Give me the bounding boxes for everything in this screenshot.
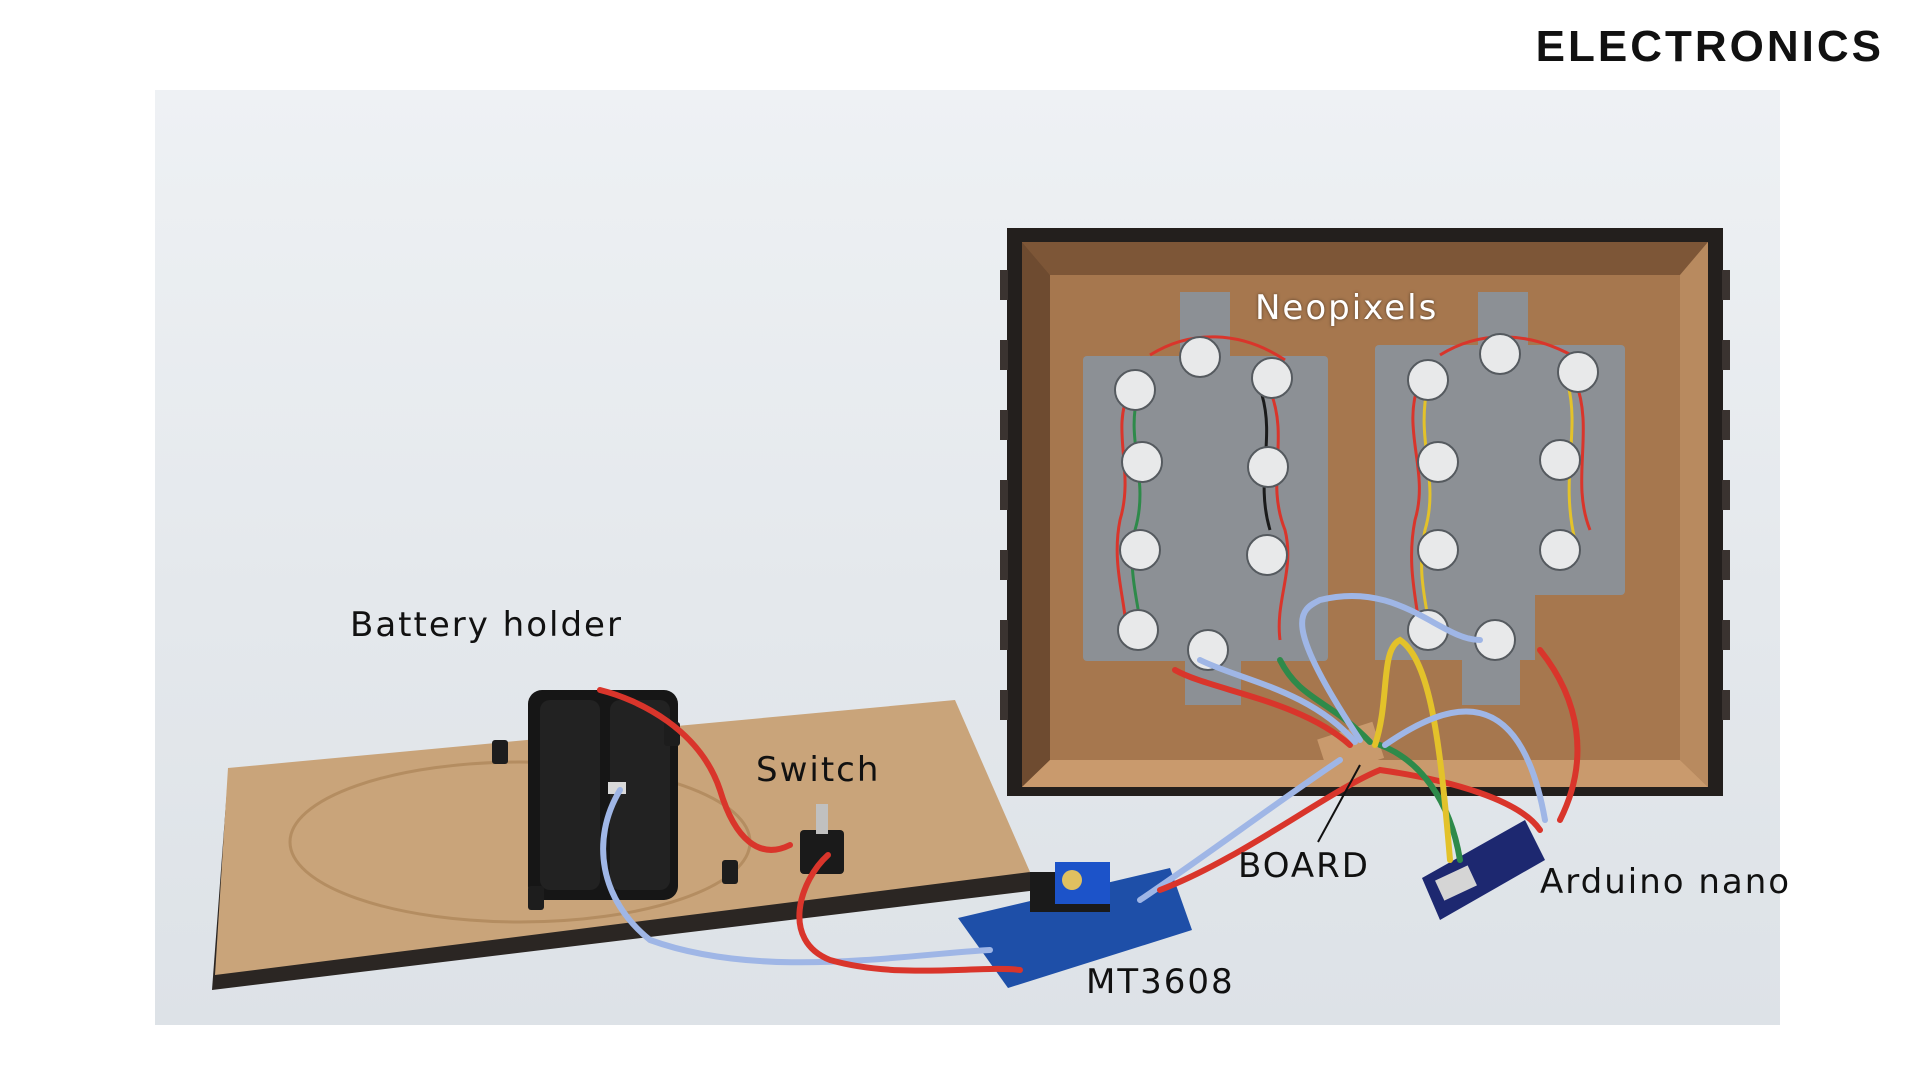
page-title: ELECTRONICS xyxy=(1535,22,1884,71)
label-mt3608: MT3608 xyxy=(1086,962,1235,1002)
arduino-nano xyxy=(1422,820,1545,920)
label-battery-holder: Battery holder xyxy=(350,605,623,645)
battery-holder xyxy=(528,690,678,900)
mt3608-module xyxy=(958,862,1192,988)
label-arduino-nano: Arduino nano xyxy=(1540,862,1792,902)
label-board: BOARD xyxy=(1238,846,1370,886)
label-switch: Switch xyxy=(756,750,881,790)
switch-component xyxy=(800,804,844,874)
label-neopixels: Neopixels xyxy=(1255,288,1439,328)
board-leader-line xyxy=(1317,764,1361,843)
